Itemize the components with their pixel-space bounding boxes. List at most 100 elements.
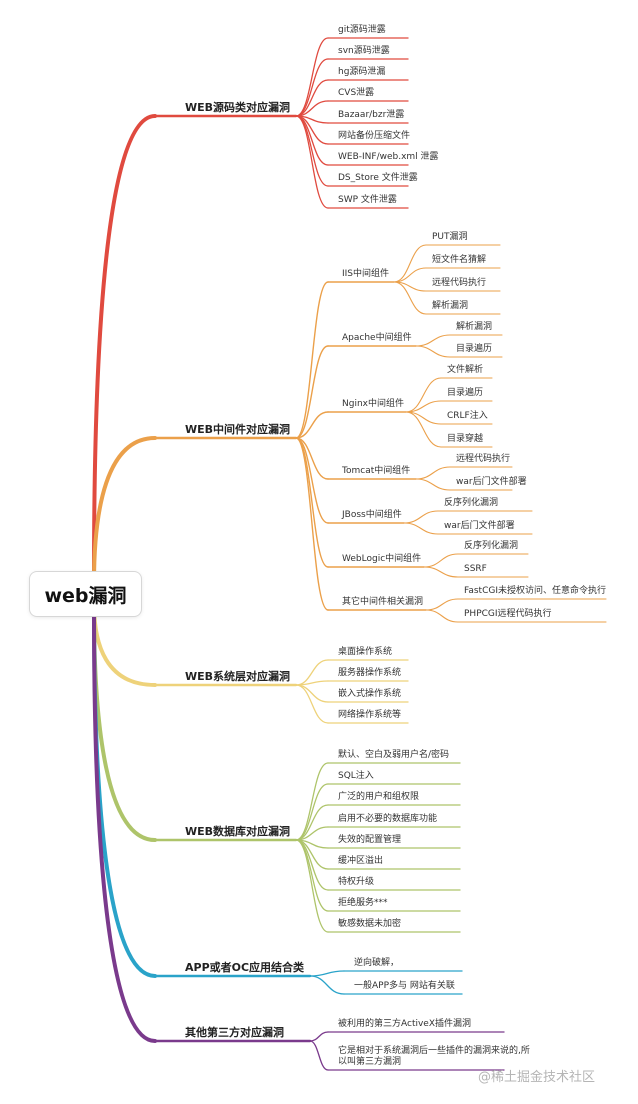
- leaf-connector-2-2: [295, 684, 329, 703]
- leaf-label-1-3-0[interactable]: 远程代码执行: [456, 454, 511, 464]
- branch-curve-3: [92, 606, 157, 842]
- leaf-label-1-1-1[interactable]: 目录遍历: [456, 344, 493, 354]
- leaf-connector-1-2-0: [405, 377, 442, 413]
- leaf-label-3-7[interactable]: 拒绝服务***: [338, 898, 388, 908]
- sub-label-1-5[interactable]: WebLogic中间组件: [342, 554, 422, 564]
- sub-connector-1-6: [295, 437, 329, 611]
- leaf-connector-5-1: [309, 1040, 329, 1071]
- leaf-label-1-0-3[interactable]: 解析漏洞: [432, 301, 469, 311]
- leaf-connector-1-3-1: [415, 478, 451, 491]
- leaf-connector-0-8: [295, 115, 329, 209]
- leaf-label-0-7[interactable]: DS_Store 文件泄露: [338, 173, 418, 183]
- leaf-label-1-6-0[interactable]: FastCGI未授权访问、任意命令执行: [464, 586, 606, 596]
- branch-label-4[interactable]: APP或者OC应用结合类: [185, 961, 305, 974]
- watermark: @稀土掘金技术社区: [478, 1070, 596, 1085]
- leaf-connector-0-7: [295, 115, 329, 187]
- leaf-connector-1-3-0: [415, 466, 451, 480]
- leaf-connector-1-0-3: [393, 281, 427, 315]
- branch-label-5[interactable]: 其他第三方对应漏洞: [185, 1026, 284, 1039]
- leaf-label-1-4-0[interactable]: 反序列化漏洞: [444, 498, 499, 508]
- branch-label-1[interactable]: WEB中间件对应漏洞: [185, 423, 291, 436]
- sub-connector-1-1: [295, 345, 329, 439]
- sub-connector-1-2: [295, 411, 329, 439]
- leaf-label-0-0[interactable]: git源码泄露: [338, 25, 386, 35]
- sub-label-1-4[interactable]: JBoss中间组件: [342, 510, 402, 520]
- leaf-label-1-2-2[interactable]: CRLF注入: [447, 411, 488, 421]
- leaf-connector-3-2: [295, 804, 329, 841]
- leaf-connector-1-0-0: [393, 244, 427, 283]
- leaf-label-2-2[interactable]: 嵌入式操作系统: [338, 689, 402, 699]
- leaf-label-3-1[interactable]: SQL注入: [338, 771, 374, 781]
- leaf-connector-1-2-3: [405, 411, 442, 448]
- leaf-connector-0-0: [295, 37, 329, 117]
- leaf-label-0-2[interactable]: hg源码泄漏: [338, 67, 386, 77]
- leaf-connector-3-0: [295, 762, 329, 841]
- leaf-label-0-4[interactable]: Bazaar/bzr泄露: [338, 110, 405, 120]
- branch-curve-4: [92, 608, 157, 978]
- leaf-label-4-1[interactable]: 一般APP多与 网站有关联: [354, 981, 455, 991]
- leaf-connector-2-1: [295, 680, 329, 686]
- leaf-label-1-0-0[interactable]: PUT漏洞: [432, 232, 468, 242]
- sub-label-1-6[interactable]: 其它中间件相关漏洞: [342, 597, 424, 607]
- leaf-label-5-0[interactable]: 被利用的第三方ActiveX插件漏洞: [338, 1019, 472, 1029]
- leaf-connector-1-5-1: [423, 566, 459, 578]
- leaf-label-3-2[interactable]: 广泛的用户和组权限: [338, 792, 420, 802]
- leaf-connector-3-7: [295, 839, 329, 912]
- sub-label-1-0[interactable]: IIS中间组件: [342, 269, 390, 279]
- leaf-label-3-0[interactable]: 默认、空白及弱用户名/密码: [338, 750, 450, 760]
- branch-label-0[interactable]: WEB源码类对应漏洞: [185, 101, 291, 114]
- leaf-connector-1-5-0: [423, 553, 459, 568]
- leaf-label-2-3[interactable]: 网络操作系统等: [338, 710, 402, 720]
- leaf-connector-1-6-1: [425, 609, 459, 623]
- sub-connector-1-0: [295, 281, 329, 439]
- leaf-label-0-1[interactable]: svn源码泄露: [338, 46, 390, 56]
- leaf-label-1-0-2[interactable]: 远程代码执行: [432, 278, 487, 288]
- leaf-connector-0-1: [295, 58, 329, 117]
- leaf-connector-4-1: [309, 975, 345, 995]
- leaf-connector-1-1-0: [415, 334, 451, 347]
- branch-label-2[interactable]: WEB系统层对应漏洞: [185, 670, 291, 683]
- leaf-label-3-4[interactable]: 失效的配置管理: [338, 835, 402, 845]
- leaf-label-0-5[interactable]: 网站备份压缩文件: [338, 131, 411, 141]
- leaf-label-0-8[interactable]: SWP 文件泄露: [338, 195, 397, 205]
- leaf-label-4-0[interactable]: 逆向破解，: [354, 958, 400, 968]
- sub-connector-1-4: [295, 437, 329, 524]
- leaf-label-1-6-1[interactable]: PHPCGI远程代码执行: [464, 609, 552, 619]
- leaf-label-3-3[interactable]: 启用不必要的数据库功能: [338, 814, 438, 824]
- leaf-label-1-5-0[interactable]: 反序列化漏洞: [464, 541, 519, 551]
- leaf-connector-1-6-0: [425, 598, 459, 611]
- sub-label-1-3[interactable]: Tomcat中间组件: [342, 466, 411, 476]
- leaf-label-1-2-0[interactable]: 文件解析: [447, 365, 484, 375]
- leaf-connector-1-4-1: [403, 522, 439, 535]
- leaf-label-1-0-1[interactable]: 短文件名猜解: [432, 255, 487, 265]
- leaf-label-1-2-1[interactable]: 目录遍历: [447, 388, 484, 398]
- leaf-label-1-3-1[interactable]: war后门文件部署: [456, 477, 527, 487]
- leaf-connector-2-3: [295, 684, 329, 724]
- leaf-label-2-0[interactable]: 桌面操作系统: [338, 647, 393, 657]
- sub-label-1-1[interactable]: Apache中间组件: [342, 333, 412, 343]
- branch-curve-0: [92, 114, 157, 576]
- branch-label-3[interactable]: WEB数据库对应漏洞: [185, 825, 291, 838]
- sub-label-1-2[interactable]: Nginx中间组件: [342, 399, 404, 409]
- leaf-label-1-1-0[interactable]: 解析漏洞: [456, 322, 493, 332]
- root-node[interactable]: web漏洞: [30, 572, 141, 616]
- leaf-label-3-5[interactable]: 缓冲区溢出: [338, 856, 384, 866]
- branch-curve-5: [92, 610, 157, 1043]
- leaf-label-1-2-3[interactable]: 目录穿越: [447, 434, 484, 444]
- leaf-label-0-6[interactable]: WEB-INF/web.xml 泄露: [338, 152, 439, 162]
- leaf-connector-3-8: [295, 839, 329, 933]
- leaf-label-2-1[interactable]: 服务器操作系统: [338, 668, 402, 678]
- leaf-label-3-6[interactable]: 特权升级: [338, 877, 375, 887]
- leaf-connector-5-0: [309, 1031, 329, 1042]
- branch-curve-2: [92, 602, 157, 687]
- branch-curve-1: [92, 436, 157, 585]
- leaf-connector-1-0-1: [393, 267, 427, 283]
- leaf-label-0-3[interactable]: CVS泄露: [338, 88, 375, 98]
- leaf-label-3-8[interactable]: 敏感数据未加密: [338, 919, 402, 929]
- leaf-label-1-4-1[interactable]: war后门文件部署: [444, 521, 515, 531]
- root-label: web漏洞: [44, 584, 127, 607]
- leaf-label-5-1[interactable]: 它是相对于系统漏洞后一些插件的漏洞来说的,所以叫第三方漏洞: [338, 1046, 530, 1067]
- leaf-connector-1-1-1: [415, 345, 451, 358]
- leaf-label-1-5-1[interactable]: SSRF: [464, 564, 487, 574]
